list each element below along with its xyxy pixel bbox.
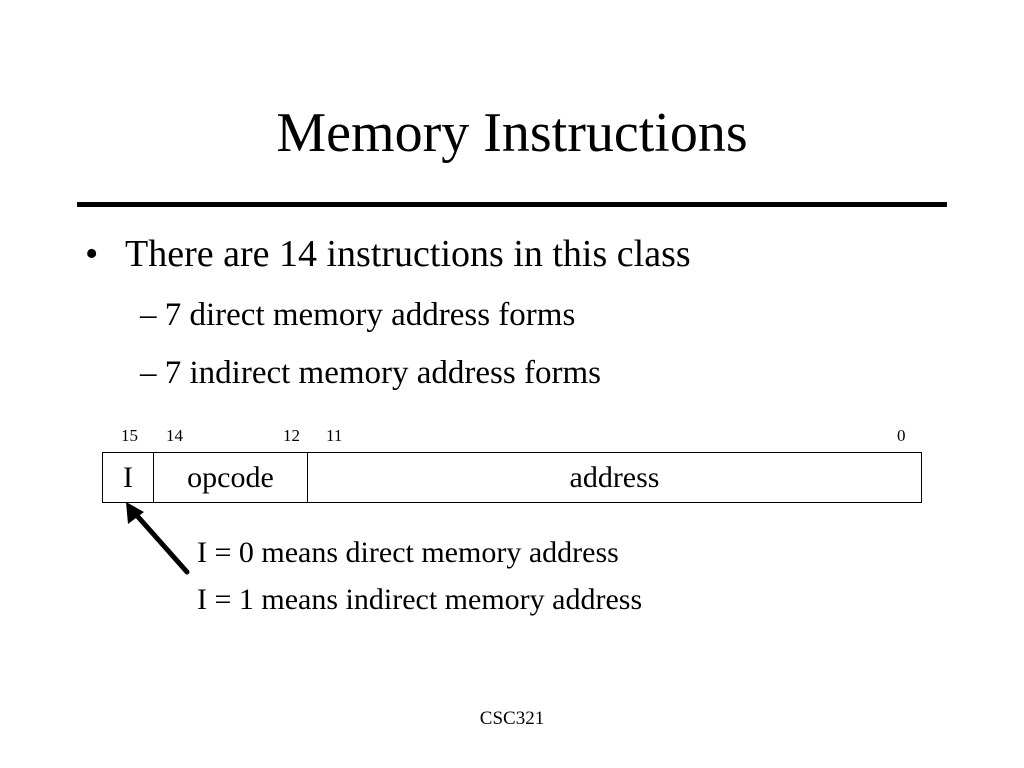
sub-bullet-indirect: – 7 indirect memory address forms xyxy=(140,355,601,391)
bit-label-15: 15 xyxy=(121,426,138,445)
field-opcode: opcode xyxy=(154,453,308,502)
field-i: I xyxy=(103,453,154,502)
note-indirect: I = 1 means indirect memory address xyxy=(197,583,643,616)
bit-label-11: 11 xyxy=(326,426,343,445)
bullet-item: • There are 14 instructions in this class xyxy=(85,232,691,278)
title-divider xyxy=(77,202,947,207)
bullet-dot-icon: • xyxy=(85,233,99,275)
note-direct: I = 0 means direct memory address xyxy=(197,536,619,569)
instruction-format-box: I opcode address xyxy=(102,452,922,503)
slide-title: Memory Instructions xyxy=(276,102,748,164)
sub-bullet-direct: – 7 direct memory address forms xyxy=(140,297,576,333)
bit-label-0: 0 xyxy=(897,426,906,445)
bit-label-14: 14 xyxy=(166,426,183,445)
bullet-text: There are 14 instructions in this class xyxy=(125,233,691,275)
field-address: address xyxy=(569,460,660,494)
arrow-icon xyxy=(126,502,190,575)
bit-label-12: 12 xyxy=(283,426,300,445)
footer: CSC321 xyxy=(479,708,545,729)
